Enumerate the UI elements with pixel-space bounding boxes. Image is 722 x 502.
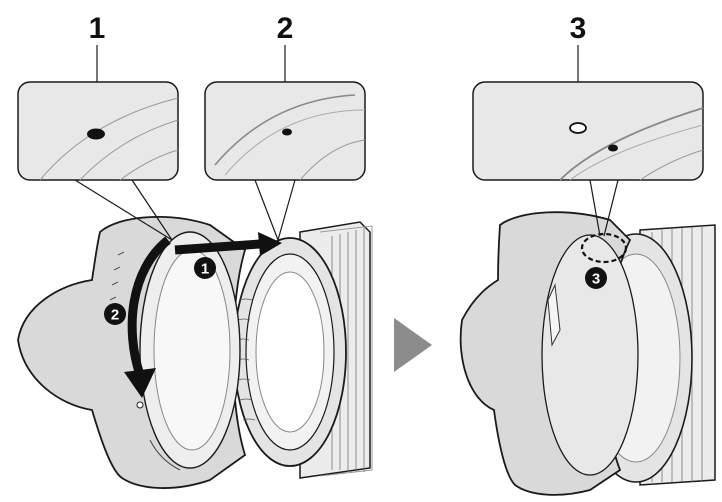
index-dot-lens bbox=[282, 128, 292, 136]
lens-hood-right bbox=[459, 211, 639, 496]
callout-number-1: 1 bbox=[89, 12, 106, 45]
callout-number-3: 3 bbox=[570, 12, 587, 45]
step-marker-1: 1 bbox=[194, 257, 216, 279]
right-illustration: 3 3 bbox=[459, 12, 716, 496]
left-illustration: 1 2 bbox=[17, 12, 373, 489]
index-dot-lens-aligned bbox=[608, 144, 618, 152]
inset-detail-1 bbox=[17, 81, 179, 181]
step-marker-2: 2 bbox=[104, 303, 126, 325]
index-dot-hood-aligned bbox=[569, 122, 587, 134]
step-label-2: 2 bbox=[111, 307, 119, 324]
callout-number-2: 2 bbox=[277, 12, 294, 45]
inset-detail-2 bbox=[204, 81, 366, 181]
inset-detail-3 bbox=[472, 81, 704, 181]
transition-arrow bbox=[394, 318, 432, 372]
index-dot-hood bbox=[87, 128, 105, 140]
rotation-arrows-left bbox=[124, 232, 282, 398]
step-label-1: 1 bbox=[201, 261, 209, 278]
step-label-3: 3 bbox=[592, 271, 600, 288]
lock-highlight-circle bbox=[580, 232, 628, 264]
step-marker-3: 3 bbox=[585, 267, 607, 289]
lens-front-ring-left bbox=[233, 237, 347, 467]
